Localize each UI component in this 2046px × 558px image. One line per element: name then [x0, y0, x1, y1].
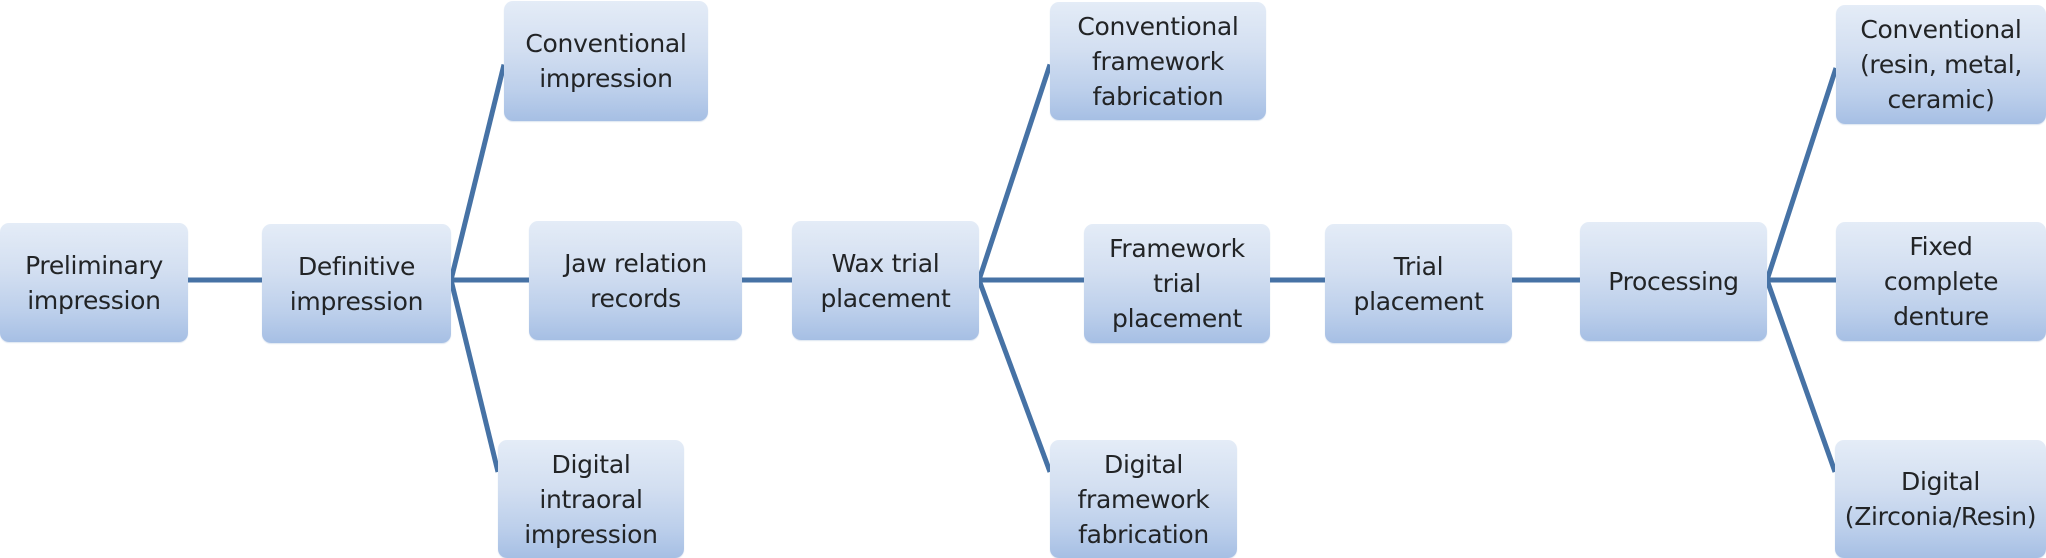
node-label: Trial placement: [1353, 251, 1484, 316]
node-label: Digital intraoral impression: [524, 449, 658, 549]
connector-processing-to-conventional-resin-metal-ceramic: [1764, 67, 1839, 281]
connector-processing-to-digital-zirconia-resin: [1764, 279, 1838, 473]
node-label: Digital framework fabrication: [1077, 449, 1210, 549]
node-conventional-resin-metal-ceramic: Conventional (resin, metal, ceramic): [1836, 5, 2046, 124]
node-digital-intraoral-impression: Digital intraoral impression: [498, 440, 684, 558]
node-label: Fixed complete denture: [1883, 232, 1999, 331]
node-label: Definitive impression: [289, 251, 424, 316]
node-jaw-relation-records: Jaw relation records: [529, 221, 742, 340]
node-trial-placement: Trial placement: [1325, 224, 1512, 343]
node-label: Jaw relation records: [564, 248, 707, 313]
node-label: Digital (Zirconia/Resin): [1844, 467, 2037, 531]
node-definitive-impression: Definitive impression: [262, 224, 451, 343]
node-digital-zirconia-resin: Digital (Zirconia/Resin): [1835, 440, 2046, 558]
node-framework-trial-placement: Framework trial placement: [1084, 224, 1270, 343]
node-wax-trial-placement: Wax trial placement: [792, 221, 979, 340]
node-label: Processing: [1608, 267, 1739, 296]
connector-definitive-impression-to-digital-intraoral-impression: [448, 279, 501, 473]
node-conventional-impression: Conventional impression: [504, 1, 708, 121]
node-label: Preliminary impression: [25, 250, 163, 315]
node-digital-framework-fabrication: Digital framework fabrication: [1050, 440, 1237, 558]
connector-wax-trial-placement-to-conventional-framework-fabrication: [976, 63, 1053, 281]
node-label: Conventional (resin, metal, ceramic): [1859, 15, 2023, 114]
node-preliminary-impression: Preliminary impression: [0, 223, 188, 342]
node-label: Framework trial placement: [1109, 234, 1245, 333]
node-label: Wax trial placement: [820, 248, 951, 313]
node-conventional-framework-fabrication: Conventional framework fabrication: [1050, 2, 1266, 120]
node-label: Conventional framework fabrication: [1077, 11, 1239, 111]
connector-wax-trial-placement-to-digital-framework-fabrication: [976, 279, 1053, 473]
node-fixed-complete-denture: Fixed complete denture: [1836, 222, 2046, 341]
node-processing: Processing: [1580, 222, 1767, 341]
connector-definitive-impression-to-conventional-impression: [448, 64, 507, 281]
node-label: Conventional impression: [525, 29, 687, 93]
